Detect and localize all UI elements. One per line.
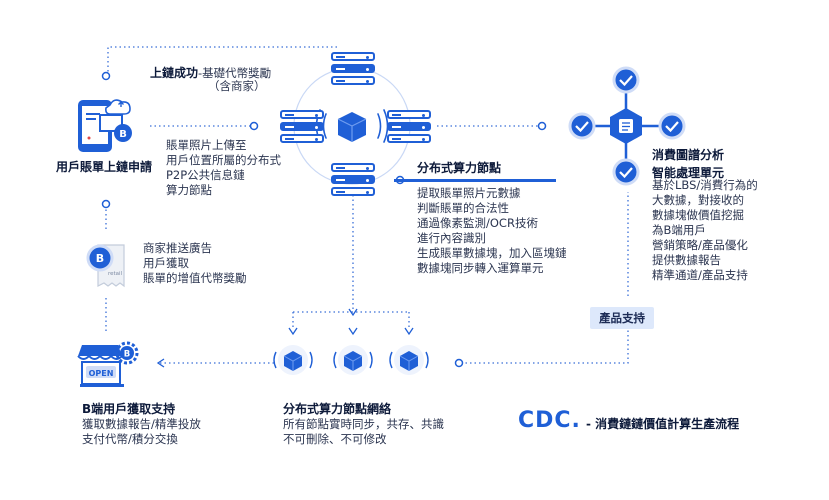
server-right-icon — [387, 110, 431, 146]
graph-unit-line: 數據塊做價值挖掘 — [652, 208, 744, 222]
graph-unit-line: 營銷策略/產品優化 — [652, 238, 748, 252]
network-line: 不可刪除、不可修改 — [283, 432, 387, 446]
svg-text:B: B — [96, 252, 104, 265]
connector-dot — [101, 71, 111, 81]
compute-node-line: 生成賬單數據塊，加入區塊鏈 — [417, 246, 567, 260]
compute-node-line: 提取賬單照片元數據 — [417, 186, 521, 200]
graph-unit-heading: 消費圖譜分析 智能處理單元 — [652, 146, 724, 181]
merchant-desc: 商家推送廣告 用戶獲取 賬單的增值代幣獎勵 — [143, 241, 247, 286]
connector-dot — [249, 121, 259, 131]
compute-node-desc: 提取賬單照片元數據 判斷賬單的合法性 通過像素監測/OCR技術 進行內容識別 生… — [417, 186, 567, 276]
network-title: 分布式算力節點網絡 — [283, 402, 392, 416]
cdc-logo: CDC. — [518, 408, 581, 433]
compute-node-underline — [394, 179, 556, 182]
compute-node-line: 進行內容識別 — [417, 231, 486, 245]
top-node-title: 上鏈成功 — [150, 66, 199, 80]
user-upload-line: 算力節點 — [166, 183, 212, 197]
graph-unit-line: 基於LBS/消費行為的 — [652, 178, 758, 192]
svg-text:B: B — [119, 129, 127, 140]
connector-dot — [101, 199, 111, 209]
compute-node-title: 分布式算力節點 — [417, 161, 502, 175]
compute-node-line: 數據塊同步轉入運算單元 — [417, 261, 544, 275]
check-node-top-icon — [612, 66, 640, 94]
graph-unit-line: 為B端用戶 — [652, 223, 706, 237]
check-node-right-icon — [658, 112, 686, 140]
graph-unit-line: 提供數據報告 — [652, 253, 721, 267]
network-cube-3-icon — [389, 345, 429, 375]
compute-node-line: 通過像素監測/OCR技術 — [417, 216, 538, 230]
graph-unit-line: 大數據，對接收的 — [652, 193, 744, 207]
connector-dot — [537, 121, 547, 131]
receipt-label: retail — [108, 271, 123, 277]
product-support-tag: 產品支持 — [590, 307, 654, 329]
top-node-desc-2: （含商家） — [208, 79, 266, 93]
network-desc: 所有節點實時同步，共存、共識 不可刪除、不可修改 — [283, 417, 444, 447]
merchant-line: 用戶獲取 — [143, 256, 189, 270]
merchant-line: 商家推送廣告 — [143, 241, 212, 255]
network-line: 所有節點實時同步，共存、共識 — [283, 417, 444, 431]
graph-unit-title-1: 消費圖譜分析 — [652, 148, 725, 162]
center-cube-icon — [337, 112, 367, 142]
connector-dot — [454, 358, 464, 368]
user-upload-line: 用戶位置所屬的分布式 — [166, 153, 281, 167]
graph-unit-line: 精準通道/產品支持 — [652, 268, 748, 282]
graph-unit-title-2: 智能處理單元 — [652, 166, 725, 180]
footer-caption: - 消費鏈鏈價值計算生產流程 — [586, 417, 740, 431]
user-upload-title: 用戶賬單上鏈申請 — [56, 160, 153, 174]
user-upload-line: 賬單照片上傳至 — [166, 138, 247, 152]
user-upload-line: P2P公共信息鏈 — [166, 168, 245, 182]
check-node-left-icon — [568, 112, 596, 140]
connector-network-to-support — [461, 330, 629, 364]
merchant-line: 賬單的增值代幣獎勵 — [143, 271, 247, 285]
user-upload-desc: 賬單照片上傳至 用戶位置所屬的分布式 P2P公共信息鏈 算力節點 — [166, 138, 281, 198]
compute-node-line: 判斷賬單的合法性 — [417, 201, 509, 215]
b-end-desc: 獲取數據報告/精準投放 支付代幣/積分交換 — [82, 417, 201, 447]
receipt-coin-icon: B retail — [86, 244, 125, 288]
server-left-icon — [280, 110, 324, 146]
svg-text:B: B — [124, 350, 130, 360]
b-end-line: 支付代幣/積分交換 — [82, 432, 178, 446]
shop-coin-icon: OPEN B — [77, 341, 139, 387]
phone-bitcoin-icon: B — [78, 99, 132, 152]
server-bottom-icon — [331, 163, 375, 199]
network-cube-2-icon — [333, 345, 373, 375]
check-node-bottom-icon — [612, 158, 640, 186]
top-node-label: 上鏈成功-基礎代幣獎勵 — [150, 62, 271, 81]
graph-unit-desc: 基於LBS/消費行為的 大數據，對接收的 數據塊做價值挖掘 為B端用戶 營銷策略… — [652, 178, 758, 283]
top-node-desc-1: -基礎代幣獎勵 — [198, 66, 272, 80]
b-end-title: B端用戶獲取支持 — [82, 402, 176, 416]
shop-open-sign: OPEN — [89, 369, 114, 378]
server-top-icon — [331, 52, 375, 88]
network-cube-1-icon — [273, 345, 313, 375]
b-end-line: 獲取數據報告/精準投放 — [82, 417, 201, 431]
graph-unit-icon — [582, 80, 672, 172]
